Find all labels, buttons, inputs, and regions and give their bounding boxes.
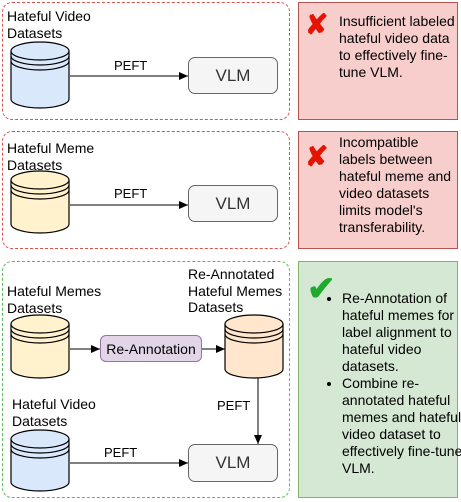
memes-database-icon: [10, 314, 70, 379]
vlm-label: VLM: [215, 453, 251, 472]
meme-dataset-label: Hateful Meme Datasets: [7, 140, 95, 173]
x-mark-icon: ✘: [305, 9, 329, 40]
solution-bullet: Re-Annotation of hateful memes for label…: [342, 290, 461, 375]
peft-edge-label: PEFT: [114, 186, 148, 201]
peft-edge-label: PEFT: [104, 445, 138, 460]
problem-note-text: Incompatible labels between hateful meme…: [339, 134, 452, 235]
panel-video-only: [2, 2, 290, 120]
panel-meme-only: [2, 131, 290, 249]
reannotated-dataset-label: Re-Annotated Hateful Memes Datasets: [188, 266, 283, 315]
video-database-icon: [10, 429, 70, 492]
problem-note: ✘ Incompatible labels between hateful me…: [298, 131, 458, 249]
solution-bullet: Combine re-annotated hateful memes and h…: [342, 375, 461, 477]
meme-database-icon: [10, 170, 70, 234]
video-dataset-label: Hateful Video Datasets: [12, 396, 96, 429]
vlm-label: VLM: [215, 193, 251, 213]
memes-dataset-label: Hateful Memes Datasets: [7, 283, 102, 316]
peft-edge-label: PEFT: [217, 398, 251, 413]
problem-note-text: Insufficient labeled hateful video data …: [339, 13, 455, 80]
reannotated-database-icon: [224, 314, 284, 379]
problem-note: ✘ Insufficient labeled hateful video dat…: [298, 2, 458, 120]
vlm-box: VLM: [188, 444, 278, 482]
video-database-icon: [10, 41, 70, 109]
re-annotation-box: Re-Annotation: [100, 335, 202, 362]
check-mark-icon: ✔: [307, 270, 336, 308]
solution-note: ✔ Re-Annotation of hateful memes for lab…: [298, 261, 461, 498]
vlm-label: VLM: [215, 65, 251, 85]
vlm-box: VLM: [188, 57, 278, 94]
peft-edge-label: PEFT: [114, 58, 148, 73]
re-annotation-label: Re-Annotation: [106, 340, 196, 357]
x-mark-icon: ✘: [305, 141, 329, 172]
video-dataset-label: Hateful Video Datasets: [7, 8, 91, 41]
panel-proposed-solution: [2, 261, 290, 498]
solution-bullet-list: Re-Annotation of hateful memes for label…: [322, 290, 461, 477]
vlm-box: VLM: [188, 185, 278, 222]
